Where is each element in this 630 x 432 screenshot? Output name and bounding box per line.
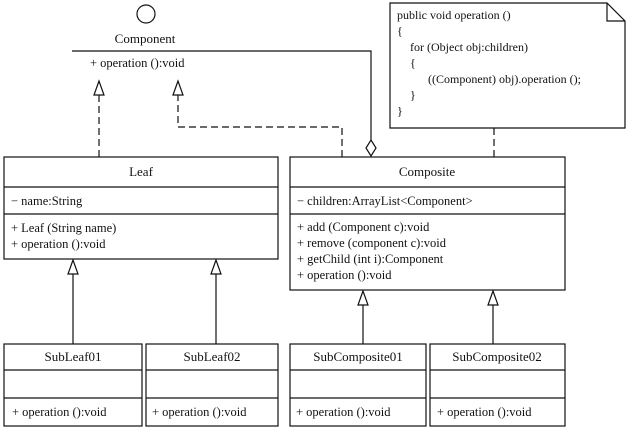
composite-class-box xyxy=(289,156,566,291)
subcomposite01-class-name: SubComposite01 xyxy=(313,349,403,364)
composite-class-name: Composite xyxy=(398,164,456,179)
subcomposite01-arrowhead xyxy=(357,289,369,306)
leaf-attribute: − name:String xyxy=(11,194,83,208)
note-code-line: } xyxy=(397,104,403,118)
aggregation-line xyxy=(218,50,372,140)
aggregation-diamond xyxy=(365,138,377,158)
subcomposite02-arrowhead xyxy=(487,289,499,306)
component-operation: + operation ():void xyxy=(90,56,185,70)
subcomposite02-box xyxy=(429,343,566,427)
note-code-line: { xyxy=(410,56,416,70)
leaf-class-name: Leaf xyxy=(129,164,153,179)
note-code-line: ((Component) obj).operation (); xyxy=(428,72,581,86)
composite-method: + getChild (int i):Component xyxy=(297,252,444,266)
note-code-line: for (Object obj:children) xyxy=(410,40,528,54)
note-code-line: } xyxy=(410,88,416,102)
leaf-method: + Leaf (String name) xyxy=(11,221,117,235)
component-interface-name: Component xyxy=(114,31,176,46)
subcomposite02-method: + operation ():void xyxy=(437,405,532,419)
note-code-line: public void operation () xyxy=(397,8,511,22)
subleaf01-class-name: SubLeaf01 xyxy=(44,349,102,364)
subleaf02-method: + operation ():void xyxy=(152,405,247,419)
note-code-line: { xyxy=(397,24,403,38)
composite-method: + operation ():void xyxy=(297,268,392,282)
composite-attribute: − children:ArrayList<Component> xyxy=(297,194,473,208)
subleaf01-arrowhead xyxy=(67,258,79,275)
note-fold xyxy=(606,3,625,22)
composite-realization-line xyxy=(177,95,343,157)
subleaf02-arrowhead xyxy=(210,258,222,275)
composite-method: + add (Component c):void xyxy=(297,220,430,234)
subcomposite02-class-name: SubComposite02 xyxy=(452,349,542,364)
subleaf02-class-name: SubLeaf02 xyxy=(183,349,241,364)
subcomposite01-method: + operation ():void xyxy=(296,405,391,419)
leaf-realization-arrowhead xyxy=(93,79,105,96)
subleaf01-method: + operation ():void xyxy=(12,405,107,419)
subleaf02-box xyxy=(145,343,279,427)
note-box xyxy=(389,2,626,129)
subcomposite01-box xyxy=(289,343,427,427)
composite-method: + remove (component c):void xyxy=(297,236,447,250)
leaf-class-box xyxy=(3,156,279,260)
interface-circle xyxy=(136,4,156,24)
composite-realization-arrowhead xyxy=(172,79,184,96)
leaf-method: + operation ():void xyxy=(11,237,106,251)
